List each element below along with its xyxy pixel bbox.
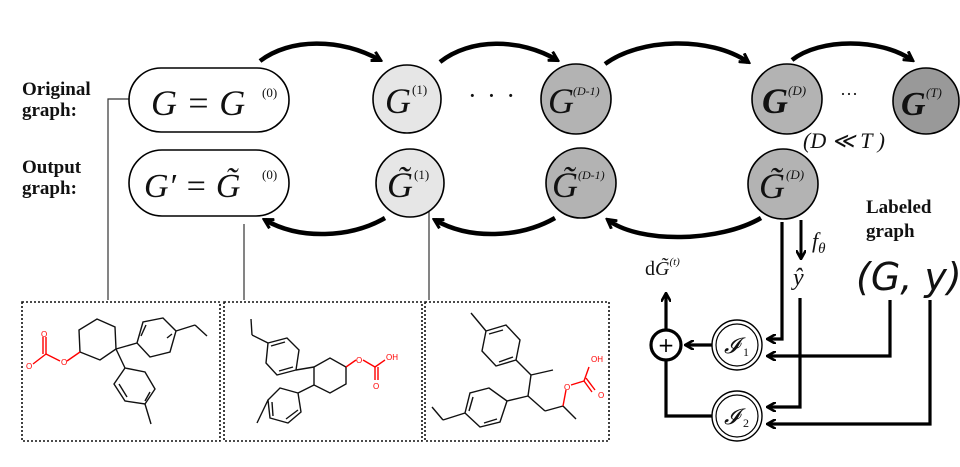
molecule-box-3 bbox=[424, 301, 610, 442]
labeled-label-line1: Labeled bbox=[866, 197, 932, 218]
interpreter-2: 𝓘 2 bbox=[711, 390, 763, 442]
atom-label: O bbox=[41, 330, 47, 339]
node-gt1-sup: (1) bbox=[414, 167, 429, 182]
molecule-1 bbox=[32, 317, 208, 425]
output-label-line2: graph: bbox=[22, 178, 77, 199]
atom-label: O bbox=[26, 362, 32, 371]
node-gT-text: G bbox=[901, 86, 926, 123]
wire-i2-plus bbox=[664, 361, 712, 418]
node-gtD1-sup: (D-1) bbox=[578, 168, 605, 182]
dG-label: dG̃(t) bbox=[645, 256, 680, 280]
node-g1-text: G bbox=[385, 81, 411, 121]
node-gtD-text: G̃ bbox=[759, 166, 785, 206]
node-gt0-sup: (0) bbox=[262, 167, 277, 182]
molecule-box-1 bbox=[21, 301, 221, 442]
node-gtD1-text: G̃ bbox=[552, 165, 578, 205]
molecule-3 bbox=[431, 312, 596, 428]
ellipsis-top-right: ··· bbox=[840, 84, 858, 104]
node-gt0: G′ = G̃ (0) bbox=[128, 149, 290, 217]
original-label-line1: Original bbox=[22, 79, 91, 100]
original-label-line2: graph: bbox=[22, 100, 77, 121]
f-theta-label: fθ bbox=[812, 228, 826, 257]
wire-y-i2 bbox=[768, 300, 932, 424]
arrow-g0-g1 bbox=[258, 41, 380, 63]
y-hat-label: ŷ bbox=[791, 265, 804, 291]
node-gt0-text: G′ = G̃ bbox=[144, 167, 241, 205]
atom-label: O bbox=[373, 382, 379, 391]
node-g0-text: G = G bbox=[151, 83, 245, 123]
arrow-gtD-gtD1 bbox=[608, 216, 763, 240]
labeled-label-line2: graph bbox=[866, 221, 915, 242]
atom-label: OH bbox=[386, 353, 398, 362]
atom-label: O bbox=[598, 391, 604, 400]
forward-arrows bbox=[258, 41, 912, 66]
output-label-line1: Output bbox=[22, 157, 82, 178]
labeled-pair: (G, y) bbox=[856, 255, 960, 299]
arrow-gtD1-gt1 bbox=[435, 216, 557, 237]
node-gD-text: G bbox=[762, 81, 788, 121]
sum-node: + bbox=[649, 328, 683, 362]
interpreter-1-sub: 1 bbox=[743, 345, 749, 359]
node-gD1-text: G bbox=[548, 81, 574, 121]
node-gD-sup: (D) bbox=[788, 83, 806, 98]
node-gtD1: G̃ (D-1) bbox=[545, 147, 617, 219]
backward-arrows bbox=[265, 216, 763, 240]
original-graph-label: Original graph: bbox=[22, 79, 91, 121]
atom-label: OH bbox=[591, 355, 603, 364]
molecule-2 bbox=[250, 318, 386, 424]
depth-constraint-label: (D ≪ T ) bbox=[803, 128, 885, 153]
ellipsis-top: · · · bbox=[468, 81, 517, 110]
node-g0: G = G (0) bbox=[128, 67, 290, 133]
molecule-box-2 bbox=[223, 301, 423, 442]
atom-label: O bbox=[564, 383, 570, 392]
node-g1: G (1) bbox=[372, 64, 442, 134]
molecule-1-atoms: O O O bbox=[26, 330, 67, 371]
arrow-g1-gD1 bbox=[438, 41, 557, 64]
atom-label: O bbox=[356, 356, 362, 365]
wire-yhat-i2 bbox=[768, 298, 802, 407]
node-gD: G (D) bbox=[751, 63, 823, 135]
node-gtD: G̃ (D) bbox=[747, 148, 819, 220]
arrow-gD1-gD bbox=[603, 41, 748, 66]
interpreter-wiring bbox=[664, 222, 932, 424]
molecule-frames bbox=[21, 301, 610, 442]
wire-gtD-i1 bbox=[768, 222, 784, 339]
node-gD1-sup: (D-1) bbox=[573, 84, 600, 98]
node-gt1-text: G̃ bbox=[387, 165, 413, 205]
molecule-2-atoms: O OH O bbox=[356, 353, 398, 391]
node-gtD-sup: (D) bbox=[786, 167, 804, 182]
node-gT-sup: (T) bbox=[926, 85, 942, 100]
node-g0-sup: (0) bbox=[262, 85, 277, 100]
arrow-gt1-gt0 bbox=[265, 216, 387, 237]
atom-label: O bbox=[61, 358, 67, 367]
node-gt1: G̃ (1) bbox=[375, 148, 445, 218]
plus-symbol: + bbox=[658, 333, 675, 357]
node-gT: G (T) bbox=[892, 67, 960, 135]
node-g1-sup: (1) bbox=[412, 82, 427, 97]
node-gD1: G (D-1) bbox=[540, 63, 612, 135]
molecule-3-atoms: OH O O bbox=[564, 355, 604, 400]
interpreter-2-sub: 2 bbox=[743, 416, 749, 430]
output-graph-label: Output graph: bbox=[22, 157, 81, 199]
arrow-gD-gT bbox=[790, 41, 912, 61]
interpreter-1: 𝓘 1 bbox=[711, 319, 763, 371]
wire-G-i1 bbox=[768, 300, 892, 356]
